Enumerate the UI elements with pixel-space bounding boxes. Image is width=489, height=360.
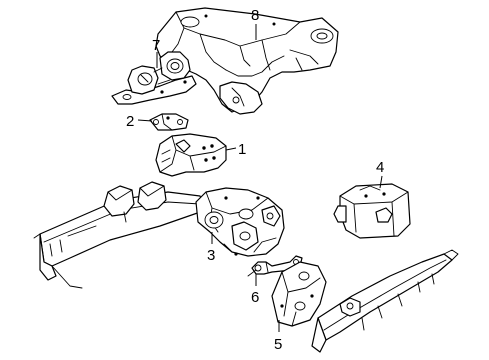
callout-7: 7 — [152, 37, 160, 54]
callout-1: 1 — [238, 141, 246, 158]
subframe-part-8[interactable] — [155, 7, 339, 115]
transmission-mount-part-3[interactable] — [195, 187, 285, 257]
callout-5: 5 — [274, 336, 282, 353]
callout-labels: 8 7 2 1 4 3 6 5 — [126, 7, 384, 353]
bracket-part-2[interactable] — [149, 113, 189, 131]
left-frame-rail — [33, 181, 207, 289]
leader-4 — [379, 175, 383, 189]
leader-2 — [137, 119, 153, 122]
callout-2: 2 — [126, 113, 134, 130]
bracket-part-5[interactable] — [271, 261, 327, 327]
leader-1 — [225, 147, 237, 151]
callout-4: 4 — [376, 159, 384, 176]
right-frame-rail — [311, 249, 459, 353]
leader-lines — [137, 24, 383, 332]
callout-6: 6 — [251, 289, 259, 306]
engine-mount-part-1[interactable] — [155, 133, 227, 177]
mount-part-4[interactable] — [333, 183, 411, 239]
callout-3: 3 — [207, 247, 215, 264]
rear-mount-part-7[interactable] — [111, 51, 197, 105]
callout-8: 8 — [251, 7, 259, 24]
